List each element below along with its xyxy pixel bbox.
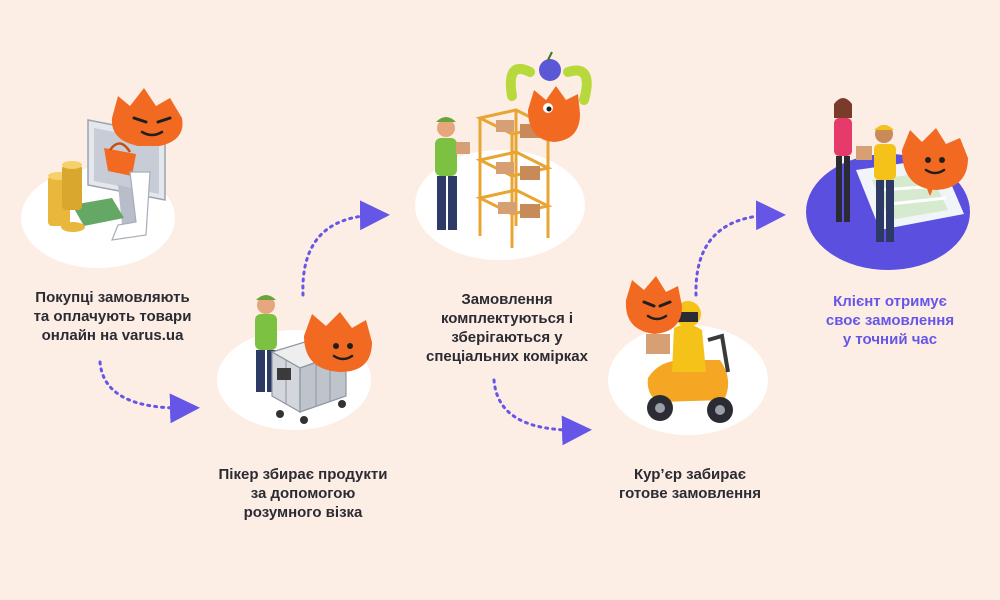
- apple-icon: [539, 59, 561, 81]
- step1-line: онлайн на varus.ua: [41, 327, 184, 344]
- step4-caption: Кур’єр забирає готове замовлення: [600, 465, 780, 503]
- step2-line: розумного візка: [243, 504, 363, 521]
- step3-line: Замовлення: [461, 291, 553, 308]
- step3-line: зберігаються у: [451, 329, 563, 346]
- step1-line: та оплачують товари: [33, 308, 192, 325]
- picker-illustration: [217, 295, 372, 430]
- delivery-illustration: [806, 98, 970, 270]
- step3-line: спеціальних комірках: [426, 348, 588, 365]
- delivery-box-icon: [646, 334, 670, 354]
- assembly-illustration: [415, 51, 592, 260]
- mascot-icon: [505, 51, 592, 142]
- step5-line: Клієнт отримує: [833, 293, 947, 310]
- step5-line: у точний час: [842, 331, 938, 348]
- mascot-icon: [111, 88, 183, 146]
- step5-caption: Клієнт отримує своє замовлення у точний …: [800, 292, 980, 349]
- flow-arrows: [98, 200, 786, 446]
- step1-caption: Покупці замовляють та оплачують товари о…: [20, 288, 205, 345]
- delivery-box-icon: [856, 146, 872, 160]
- order-illustration: [21, 88, 183, 268]
- receipt-icon: [111, 171, 151, 241]
- mascot-icon: [304, 312, 372, 372]
- step2-caption: Пікер збирає продукти за допомогою розум…: [208, 465, 398, 522]
- step1-line: Покупці замовляють: [35, 289, 190, 306]
- coins-icon: [48, 161, 85, 232]
- arrow-1-to-2: [98, 360, 200, 424]
- worker-icon: [435, 117, 470, 230]
- arrow-2-to-3: [301, 200, 390, 297]
- courier-icon: [646, 301, 706, 372]
- courier-illustration: [608, 276, 768, 435]
- arrow-4-to-5: [694, 200, 786, 297]
- step4-line: Кур’єр забирає: [633, 466, 747, 483]
- client-icon: [834, 98, 852, 222]
- arrow-3-to-4: [492, 378, 592, 446]
- courier-icon: [856, 125, 896, 242]
- step4-line: готове замовлення: [619, 485, 761, 502]
- scooter-icon: [647, 333, 733, 423]
- mascot-icon: [625, 276, 682, 334]
- step5-line: своє замовлення: [825, 312, 955, 329]
- banknote-icon: [72, 198, 124, 226]
- step2-line: за допомогою: [250, 485, 356, 502]
- step3-caption: Замовлення комплектуються і зберігаються…: [412, 290, 602, 366]
- basket-icon: [104, 148, 136, 176]
- mascot-icon: [902, 128, 968, 190]
- step2-line: Пікер збирає продукти: [218, 466, 388, 483]
- step3-line: комплектуються і: [440, 310, 574, 327]
